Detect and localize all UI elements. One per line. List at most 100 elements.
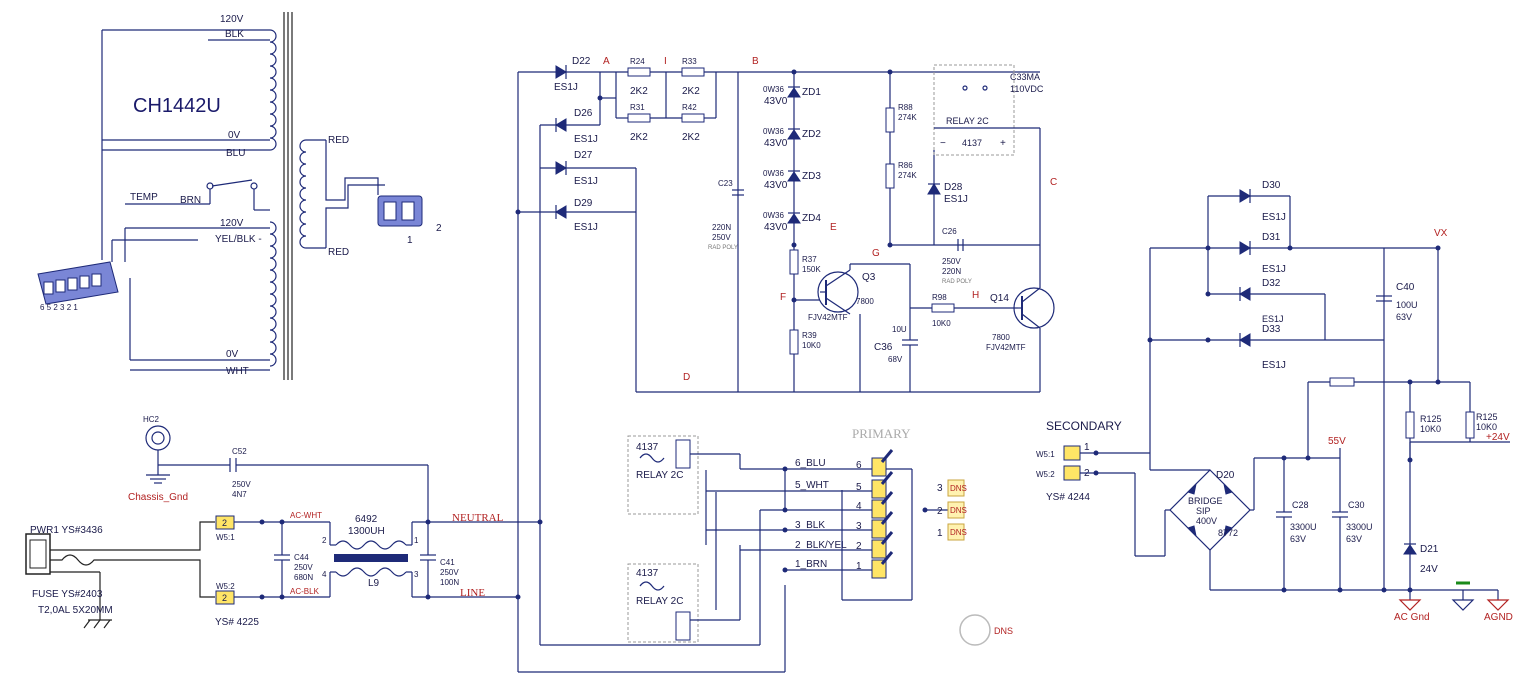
- c26-type: RAD POLY: [942, 279, 972, 285]
- zd4-v: 43V0: [764, 222, 788, 233]
- r31-val: 2K2: [630, 132, 648, 143]
- relay-a-part: 4137: [636, 442, 659, 453]
- c26-ref: C26: [942, 227, 957, 236]
- relay-top: RELAY 2C 4137 − + C33MA 110VDC: [933, 64, 1044, 156]
- primary-switch: PRIMARY 4137 RELAY 2C 4137 RELAY 2C 6_BL: [518, 426, 1013, 673]
- wire-2-blkyel: 2_BLK/YEL: [795, 540, 847, 551]
- c30-val: 3300U: [1346, 522, 1373, 532]
- r42-val: 2K2: [682, 132, 700, 143]
- r39-ref: R39: [802, 331, 817, 340]
- power-inlet: PWR1 YS#3436 FUSE YS#2403 T2,0AL 5X20MM: [25, 521, 215, 629]
- transformer-connector: 6 5 2 3 2 1: [37, 261, 119, 312]
- q14-ref: Q14: [990, 293, 1009, 304]
- resistor-r39: [789, 329, 799, 355]
- temp-wire: BRN: [180, 195, 201, 206]
- r125a-val: 10K0: [1420, 424, 1441, 434]
- tap-blk: BLK: [225, 29, 244, 40]
- c28-val: 3300U: [1290, 522, 1317, 532]
- dns-pin-3: 3: [937, 483, 943, 494]
- c23-v: 250V: [712, 233, 731, 242]
- node-e: E: [830, 222, 837, 233]
- ys4225-label: YS# 4225: [215, 617, 259, 628]
- resistor-r98: [931, 303, 955, 313]
- r37-ref: R37: [802, 255, 817, 264]
- pin-num-6: 6: [856, 460, 862, 471]
- resistor-r42: [681, 113, 705, 123]
- ground-symbol: [1451, 599, 1475, 611]
- choke-pin3: 3: [414, 570, 419, 579]
- d33-ref: D33: [1262, 324, 1281, 335]
- d33-part: ES1J: [1262, 360, 1286, 371]
- r33-ref: R33: [682, 57, 697, 66]
- ac-blk-label: AC-BLK: [290, 587, 320, 596]
- d26-ref: D26: [574, 108, 593, 119]
- dns-pin-1: 1: [937, 528, 943, 539]
- dns-3: DNS: [950, 528, 967, 537]
- zd2-ref: ZD2: [802, 129, 821, 140]
- r88-ref: R88: [898, 103, 913, 112]
- wire-5-wht: 5_WHT: [795, 480, 829, 491]
- choke-l9: 6492 1300UH L9 2 4 1 3: [322, 514, 419, 597]
- resistor-r33: [681, 67, 705, 77]
- d31-part: ES1J: [1262, 264, 1286, 275]
- wire-3-blk: 3_BLK: [795, 520, 825, 531]
- fuse-label: FUSE YS#2403: [32, 589, 103, 600]
- relay-b-label: RELAY 2C: [636, 596, 683, 607]
- node-c: C: [1050, 177, 1057, 188]
- diode-d33: D33 ES1J: [1239, 324, 1286, 371]
- c40-ref: C40: [1396, 282, 1415, 293]
- fuse-rating: T2,0AL 5X20MM: [38, 605, 113, 616]
- bridge-l2: SIP: [1196, 506, 1211, 516]
- node-a: A: [603, 56, 610, 67]
- ac-gnd-symbol: [1398, 599, 1422, 611]
- transformer: CH1442U RED RED 1 2 120V BLK 0V: [37, 12, 442, 380]
- d30-part: ES1J: [1262, 212, 1286, 223]
- relay-a: 4137 RELAY 2C: [627, 435, 699, 515]
- choke-ref: L9: [368, 578, 380, 589]
- dns-pin-2: 2: [937, 506, 943, 517]
- choke-value: 1300UH: [348, 526, 385, 537]
- bridge-l1: BRIDGE: [1188, 496, 1223, 506]
- resistor-r37: [789, 249, 799, 275]
- c52-value: 4N7: [232, 490, 247, 499]
- resistor-r88: [885, 107, 895, 133]
- diode-d30: D30 ES1J: [1239, 180, 1286, 223]
- tap-yelblk: YEL/BLK -: [215, 234, 262, 245]
- tap-0v-b: 0V: [226, 349, 239, 360]
- transformer-part: CH1442U: [133, 95, 221, 117]
- pin-w5-2-number: 2: [222, 593, 227, 603]
- c26-val: 220N: [942, 267, 961, 276]
- pin-num-5: 5: [856, 482, 862, 493]
- sec-w51: W5:1: [1036, 450, 1055, 459]
- zd2-v: 43V0: [764, 138, 788, 149]
- r24-ref: R24: [630, 57, 645, 66]
- ac-gnd-label: AC Gnd: [1394, 612, 1430, 623]
- diode-d31: D31 ES1J: [1239, 232, 1286, 275]
- pin-w5-1-number: 2: [222, 518, 227, 528]
- secondary-red-1: RED: [328, 135, 349, 146]
- choke-pin2: 2: [322, 536, 327, 545]
- bridge-l3: 400V: [1196, 516, 1217, 526]
- chassis-ref: HC2: [143, 415, 160, 424]
- transistor-q14: Q14 7800 FJV42MTF: [986, 287, 1055, 352]
- r125b-ref: R125: [1476, 412, 1498, 422]
- zener-stack: 0W36 43V0 ZD1 0W36 43V0 ZD2 0W36 43V0 ZD…: [763, 85, 821, 233]
- agnd-label: AGND: [1484, 612, 1513, 623]
- r86-ref: R86: [898, 161, 913, 170]
- bridge-ref: D20: [1216, 470, 1235, 481]
- d32-part: ES1J: [1262, 314, 1284, 324]
- c23-val: 220N: [712, 223, 731, 232]
- diode-d32: D32 ES1J: [1239, 278, 1284, 324]
- d28-part: ES1J: [944, 194, 968, 205]
- pin-num-2: 2: [856, 541, 862, 552]
- c30-v: 63V: [1346, 534, 1362, 544]
- tap-blu: BLU: [226, 148, 245, 159]
- dns-mounting-hole: [959, 614, 991, 646]
- d28-ref: D28: [944, 182, 963, 193]
- resistor-r24: [627, 67, 651, 77]
- relay-top-minus: −: [940, 138, 946, 149]
- out-connector-pin1: 1: [407, 235, 413, 246]
- zd3-part: 0W36: [763, 169, 784, 178]
- secondary-title: SECONDARY: [1046, 419, 1122, 433]
- r86-val: 274K: [898, 171, 917, 180]
